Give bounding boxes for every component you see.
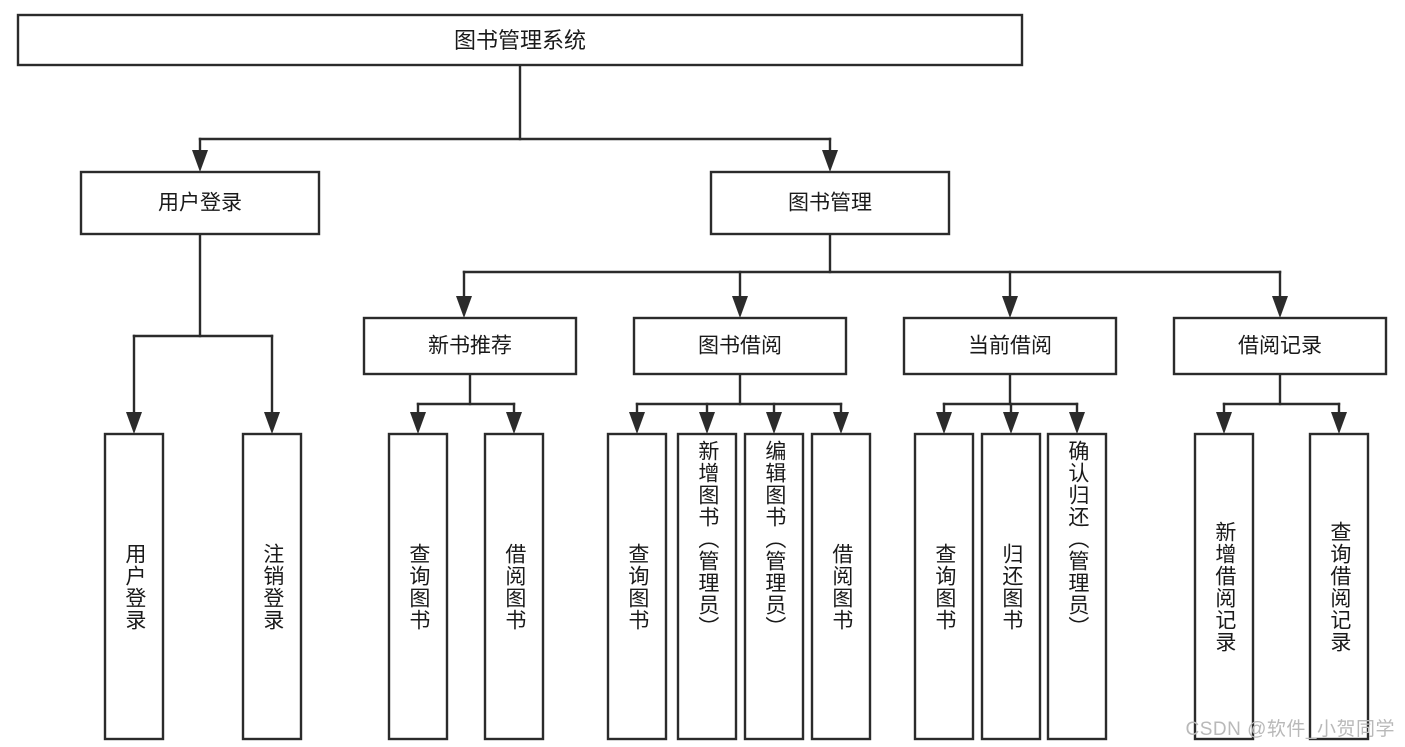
edge-group-user-login — [126, 232, 280, 434]
node-root-system-label: 图书管理系统 — [454, 28, 586, 53]
node-new-book-recommend-label: 新书推荐 — [428, 335, 512, 358]
arrowhead-book-mgmt — [822, 150, 838, 172]
node-root-system[interactable]: 图书管理系统 — [16, 13, 1024, 67]
leaf-box-query-borrow-record[interactable] — [1308, 432, 1370, 741]
edge-group-new-book-rec — [410, 372, 522, 434]
node-current-borrow-box[interactable] — [902, 316, 1118, 376]
arrowhead-leaf-query-book-2 — [629, 412, 645, 434]
node-current-borrow-label: 当前借阅 — [968, 335, 1052, 358]
arrowhead-leaf-borrow-book-2 — [833, 412, 849, 434]
node-new-book-recommend-box[interactable] — [362, 316, 578, 376]
node-current-borrow[interactable]: 当前借阅 — [902, 316, 1118, 376]
arrowhead-leaf-borrow-book-1 — [506, 412, 522, 434]
leaf-box-logout[interactable] — [241, 432, 303, 741]
leaf-box-confirm-return-admin[interactable] — [1046, 432, 1108, 741]
arrowhead-leaf-add-record — [1216, 412, 1232, 434]
edge-group-root — [192, 63, 838, 172]
arrowhead-leaf-user-login — [126, 412, 142, 434]
leaf-box-query-book-3[interactable] — [913, 432, 975, 741]
leaf-box-edit-book-admin[interactable] — [743, 432, 805, 741]
watermark-text: CSDN @软件_小贺同学 — [1185, 719, 1395, 740]
edge-group-book-mgmt — [456, 232, 1288, 318]
arrowhead-leaf-query-record — [1331, 412, 1347, 434]
node-new-book-recommend[interactable]: 新书推荐 — [362, 316, 578, 376]
node-book-borrow-box[interactable] — [632, 316, 848, 376]
leaf-box-query-book-1[interactable] — [387, 432, 449, 741]
leaf-box-borrow-book-1[interactable] — [483, 432, 545, 741]
node-borrow-record-label: 借阅记录 — [1238, 335, 1322, 358]
node-book-management-label: 图书管理 — [788, 192, 872, 215]
node-user-login-box[interactable] — [79, 170, 321, 236]
arrowhead-leaf-query-book-1 — [410, 412, 426, 434]
node-book-borrow[interactable]: 图书借阅 — [632, 316, 848, 376]
arrowhead-leaf-return-book — [1003, 412, 1019, 434]
leaf-boxes — [103, 432, 1370, 741]
arrowhead-borrow-record — [1272, 296, 1288, 318]
node-book-management[interactable]: 图书管理 — [709, 170, 951, 236]
arrowhead-book-borrow — [732, 296, 748, 318]
arrowhead-leaf-confirm-return — [1069, 412, 1085, 434]
leaf-box-query-book-2[interactable] — [606, 432, 668, 741]
leaf-box-return-book[interactable] — [980, 432, 1042, 741]
arrowhead-user-login — [192, 150, 208, 172]
edge-group-borrow-record — [1216, 372, 1347, 434]
arrowhead-leaf-logout — [264, 412, 280, 434]
leaf-box-borrow-book-2[interactable] — [810, 432, 872, 741]
arrowhead-current-borrow — [1002, 296, 1018, 318]
arrowhead-leaf-add-book — [699, 412, 715, 434]
node-user-login-label: 用户登录 — [158, 192, 242, 215]
node-user-login[interactable]: 用户登录 — [79, 170, 321, 236]
node-root-system-box[interactable] — [16, 13, 1024, 67]
node-borrow-record-box[interactable] — [1172, 316, 1388, 376]
arrowhead-leaf-query-book-3 — [936, 412, 952, 434]
arrowhead-leaf-edit-book — [766, 412, 782, 434]
leaf-box-add-book-admin[interactable] — [676, 432, 738, 741]
leaf-box-add-borrow-record[interactable] — [1193, 432, 1255, 741]
node-book-management-box[interactable] — [709, 170, 951, 236]
node-borrow-record[interactable]: 借阅记录 — [1172, 316, 1388, 376]
edge-group-book-borrow — [629, 372, 849, 434]
node-book-borrow-label: 图书借阅 — [698, 335, 782, 358]
leaf-box-user-login[interactable] — [103, 432, 165, 741]
arrowhead-new-book-rec — [456, 296, 472, 318]
edge-group-current-borrow — [936, 372, 1085, 434]
